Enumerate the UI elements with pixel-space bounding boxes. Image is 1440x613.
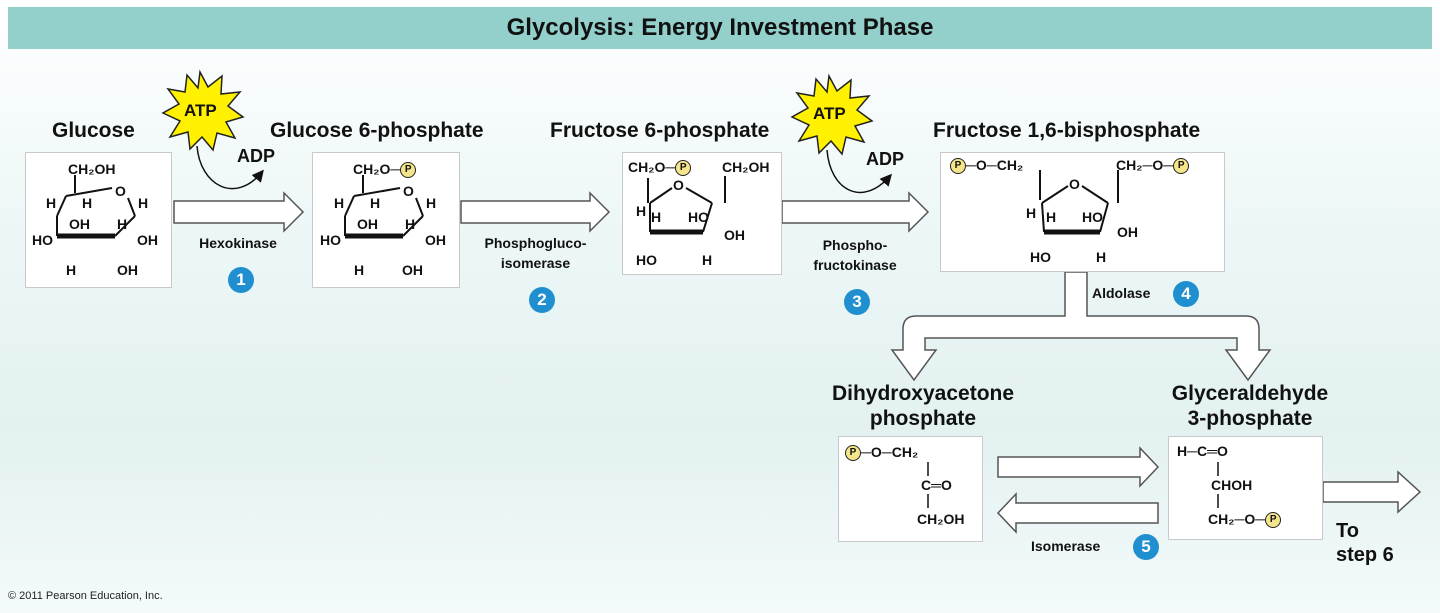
g6p-oh-c4: OH	[357, 216, 378, 232]
enzyme-hexokinase: Hexokinase	[199, 235, 277, 251]
g6p-ring-o: O	[403, 183, 414, 199]
equilibrium-arrow-forward	[997, 446, 1160, 488]
dhap-structure-box	[838, 436, 983, 542]
f6p-h-c4: H	[651, 209, 662, 225]
atp-adp-curve-2	[826, 149, 892, 194]
phosphate-icon: P	[400, 162, 417, 179]
g6p-structure-box	[312, 152, 460, 288]
glucose-h-c3: H	[66, 262, 77, 278]
g6p-oh-c2: OH	[402, 262, 423, 278]
f16bp-h-c5: H	[1026, 205, 1037, 221]
g6p-h-c3: H	[354, 262, 365, 278]
f16bp-ho: HO	[1030, 249, 1051, 265]
g3p-choh: CHOH	[1211, 477, 1253, 493]
to-step6-arrow	[1322, 470, 1422, 514]
glucose-oh-c1: OH	[137, 232, 158, 248]
glucose-oh-c4: OH	[69, 216, 90, 232]
g6p-h-c4: H	[334, 195, 345, 211]
glucose-h-c5: H	[82, 195, 93, 211]
f16bp-ho-c3: HO	[1082, 209, 1103, 225]
equilibrium-arrow-reverse	[996, 492, 1159, 534]
dhap-ch2oh: CH₂OH	[917, 511, 965, 527]
f16bp-label: Fructose 1,6-bisphosphate	[933, 119, 1201, 142]
adp-label-2: ADP	[866, 149, 905, 169]
enzyme-phosphofructokinase: Phospho- fructokinase	[813, 237, 897, 273]
g6p-h-c5: H	[370, 195, 381, 211]
glucose-structure-box	[25, 152, 172, 288]
f6p-h-c5: H	[636, 203, 647, 219]
diagram-title: Glycolysis: Energy Investment Phase	[8, 7, 1432, 49]
atp-adp-curve-1	[196, 145, 264, 190]
f6p-ring-o: O	[673, 177, 684, 193]
phosphate-icon: P	[950, 158, 966, 175]
g3p-h-c-eq-o: H─C═O	[1177, 443, 1228, 459]
step-badge-1: 1	[228, 267, 254, 293]
glucose-ho-c4: HO	[32, 232, 53, 248]
phosphate-icon: P	[675, 160, 692, 177]
f16bp-oh-c2: OH	[1117, 224, 1138, 240]
reaction-arrow-3	[781, 191, 930, 233]
g6p-ho: HO	[320, 232, 341, 248]
to-step6-label: To step 6	[1336, 520, 1394, 566]
glucose-ch2oh: CH₂OH	[68, 161, 116, 177]
f6p-ho-c3: HO	[688, 209, 709, 225]
dhap-label: Dihydroxyacetone phosphate	[818, 381, 1028, 431]
atp-label-1: ATP	[184, 101, 217, 120]
f16bp-ch2-o-p: CH₂─O─P	[1116, 158, 1190, 175]
g3p-structure-box	[1168, 436, 1323, 540]
g3p-ch2-o-p: CH₂─O─P	[1208, 512, 1282, 529]
dhap-p-o-ch2: P─O─CH₂	[845, 445, 918, 462]
phosphate-icon: P	[1265, 512, 1282, 529]
step-badge-3: 3	[844, 289, 870, 315]
g3p-label: Glyceraldehyde 3-phosphate	[1155, 381, 1345, 431]
f6p-ch2oh: CH₂OH	[722, 159, 770, 175]
phosphate-icon: P	[845, 445, 861, 462]
step-badge-4: 4	[1173, 281, 1199, 307]
glucose-h-c4: H	[46, 195, 57, 211]
f6p-oh-c2: OH	[724, 227, 745, 243]
f16bp-ring-o: O	[1069, 176, 1080, 192]
atp-burst-1	[161, 69, 245, 152]
enzyme-aldolase: Aldolase	[1092, 285, 1151, 301]
aldolase-split-arrow	[890, 271, 1272, 382]
f6p-label: Fructose 6-phosphate	[550, 119, 770, 142]
dhap-c-eq-o: C═O	[921, 477, 952, 493]
g6p-ch2o: CH₂O─O─P	[353, 162, 417, 179]
f6p-ho: HO	[636, 252, 657, 268]
enzyme-phosphoglucoisomerase: Phosphogluco- isomerase	[484, 235, 587, 271]
glucose-label: Glucose	[52, 119, 135, 142]
g6p-oh-c1: OH	[425, 232, 446, 248]
f16bp-h-c4: H	[1046, 209, 1057, 225]
f6p-ch2o-p: CH₂O─P	[628, 160, 692, 177]
glucose-h-c2: H	[117, 216, 128, 232]
f16bp-h-c3: H	[1096, 249, 1107, 265]
atp-label-2: ATP	[813, 104, 846, 123]
g6p-h-c2: H	[405, 216, 416, 232]
step-badge-5: 5	[1133, 534, 1159, 560]
reaction-arrow-2	[460, 191, 611, 233]
g3p-label-line2: 3-phosphate	[1187, 407, 1313, 430]
f16bp-p-o-ch2: P─O─CH₂	[950, 158, 1023, 175]
atp-burst-2	[790, 73, 874, 156]
g6p-h-c1: H	[426, 195, 437, 211]
step-badge-2: 2	[529, 287, 555, 313]
f6p-h-c3: H	[702, 252, 713, 268]
g6p-label: Glucose 6-phosphate	[270, 119, 484, 142]
g3p-label-line1: Glyceraldehyde	[1171, 382, 1329, 405]
glucose-ring-o: O	[115, 183, 126, 199]
adp-label-1: ADP	[237, 146, 276, 166]
copyright-text: © 2011 Pearson Education, Inc.	[8, 590, 163, 602]
f6p-structure-box	[622, 152, 782, 275]
enzyme-isomerase: Isomerase	[1031, 538, 1101, 554]
reaction-arrow-1	[173, 191, 305, 233]
dhap-label-line1: Dihydroxyacetone	[831, 382, 1015, 405]
glucose-oh-c2: OH	[117, 262, 138, 278]
phosphate-icon: P	[1173, 158, 1190, 175]
dhap-label-line2: phosphate	[869, 407, 977, 430]
glucose-h-c1: H	[138, 195, 149, 211]
